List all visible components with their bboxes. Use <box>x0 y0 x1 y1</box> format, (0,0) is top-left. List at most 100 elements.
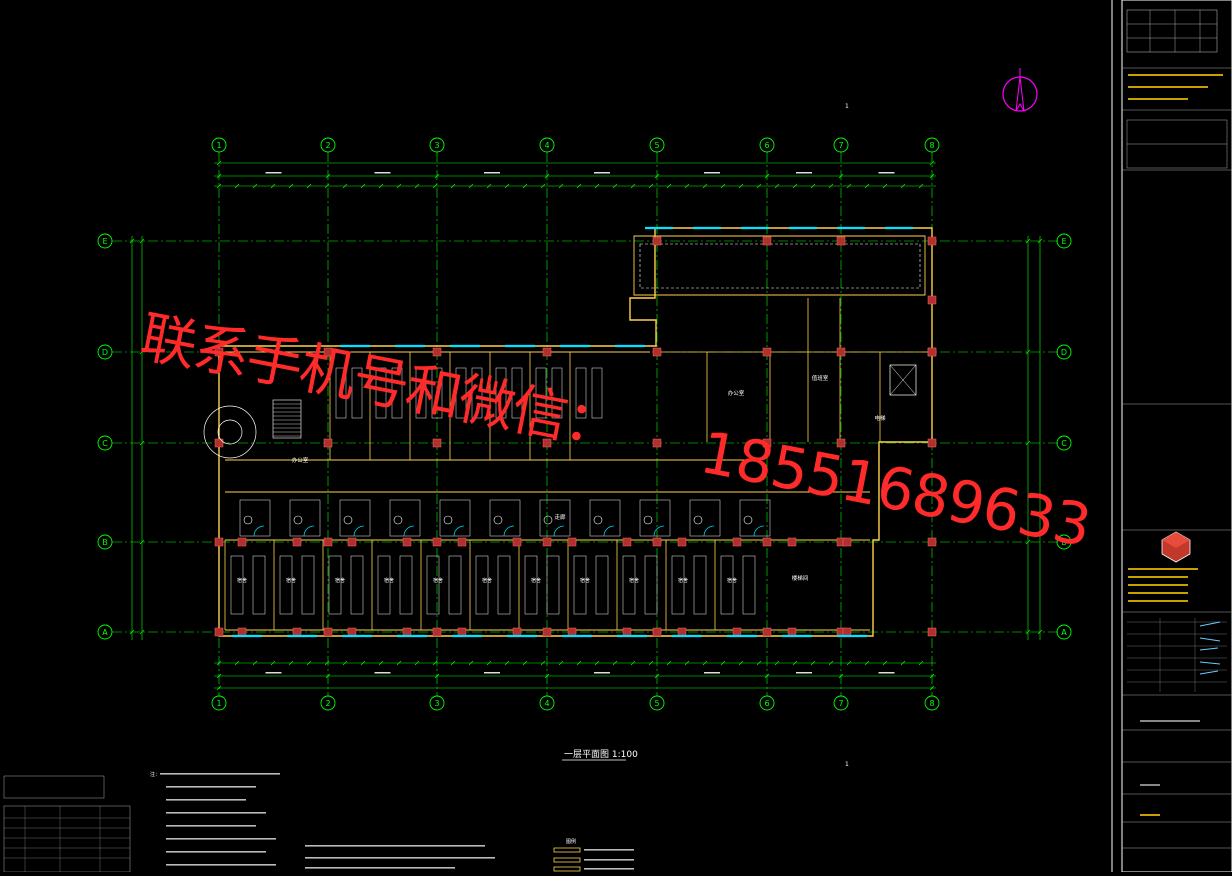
axis-bubble-3-bottom <box>429 695 445 711</box>
structural-column <box>836 438 846 448</box>
axis-label-2: 2 <box>325 699 330 708</box>
plan-title: 一层平面图 1:100 <box>564 749 638 760</box>
room-label-dorm: 宿舍 <box>237 577 247 584</box>
structural-column <box>402 627 412 637</box>
axis-label-1: 1 <box>216 141 221 150</box>
structural-column <box>542 438 552 448</box>
structural-column <box>512 627 522 637</box>
room-label-dorm: 宿舍 <box>335 577 345 584</box>
structural-column <box>432 627 442 637</box>
axis-bubble-1-top <box>211 137 227 153</box>
structural-column <box>787 627 797 637</box>
structural-column <box>292 537 302 547</box>
axis-label-8: 8 <box>929 699 934 708</box>
structural-column <box>652 627 662 637</box>
north-arrow-icon <box>1002 68 1038 112</box>
axis-label-B: B <box>102 538 108 547</box>
axis-label-2: 2 <box>325 141 330 150</box>
axis-label-B: B <box>1061 538 1067 547</box>
axis-label-C: C <box>1061 439 1067 448</box>
axis-label-A: A <box>1061 628 1067 637</box>
axis-label-7: 7 <box>838 699 843 708</box>
elevator-icon <box>889 364 917 396</box>
structural-column <box>652 438 662 448</box>
axis-label-C: C <box>102 439 108 448</box>
structural-column <box>214 627 224 637</box>
axis-label-1: 1 <box>216 699 221 708</box>
room-label-dorm: 宿舍 <box>727 577 737 584</box>
room-labels: 宿舍宿舍宿舍宿舍宿舍宿舍宿舍宿舍宿舍宿舍宿舍办公室办公室值班室楼梯间电梯走廊 <box>237 374 886 584</box>
room-label-dorm: 宿舍 <box>531 577 541 584</box>
axis-bubble-5-bottom <box>649 695 665 711</box>
structural-column <box>323 438 333 448</box>
structural-column <box>732 537 742 547</box>
axis-bubble-2-top <box>320 137 336 153</box>
axis-bubble-4-top <box>539 137 555 153</box>
stair-icon <box>272 399 302 439</box>
axis-label-6: 6 <box>764 699 769 708</box>
notes-area: 注： 图例 <box>3 771 634 873</box>
room-label-stair_hall: 楼梯间 <box>792 574 809 582</box>
room-label-office: 办公室 <box>728 389 745 397</box>
structural-column <box>323 347 333 357</box>
axis-bubble-C-right <box>1056 435 1072 451</box>
structural-column <box>842 537 852 547</box>
structural-column <box>432 438 442 448</box>
structural-column <box>762 627 772 637</box>
room-label-dorm: 宿舍 <box>433 577 443 584</box>
axis-label-E: E <box>102 237 107 246</box>
structural-column <box>762 236 772 246</box>
company-logo-icon <box>1161 531 1191 563</box>
structural-column <box>214 438 224 448</box>
axis-bubble-4-bottom <box>539 695 555 711</box>
axis-label-4: 4 <box>544 699 549 708</box>
axis-bubble-D-left <box>97 344 113 360</box>
axis-label-D: D <box>102 348 108 357</box>
structural-column <box>292 627 302 637</box>
axis-bubble-1-bottom <box>211 695 227 711</box>
spiral-stair-icon <box>203 405 257 459</box>
axis-bubble-A-right <box>1056 624 1072 640</box>
structural-column <box>542 627 552 637</box>
structural-column <box>927 295 937 305</box>
axis-bubble-6-bottom <box>759 695 775 711</box>
structural-column <box>927 438 937 448</box>
axis-label-8: 8 <box>929 141 934 150</box>
structural-column <box>512 537 522 547</box>
axis-label-D: D <box>1061 348 1067 357</box>
room-label-dorm: 宿舍 <box>286 577 296 584</box>
axis-bubble-E-left <box>97 233 113 249</box>
room-label-dorm: 宿舍 <box>580 577 590 584</box>
axis-label-4: 4 <box>544 141 549 150</box>
structural-column <box>842 627 852 637</box>
structural-column <box>457 537 467 547</box>
axis-bubble-8-bottom <box>924 695 940 711</box>
section-mark-bottom: 1 <box>845 761 849 768</box>
room-label-duty: 值班室 <box>812 374 829 382</box>
dimension-lines <box>129 160 1043 691</box>
axis-bubble-D-right <box>1056 344 1072 360</box>
axis-bubble-2-bottom <box>320 695 336 711</box>
structural-column <box>622 627 632 637</box>
room-label-elevator: 电梯 <box>874 414 886 422</box>
room-label-dorm: 宿舍 <box>678 577 688 584</box>
axis-bubble-5-top <box>649 137 665 153</box>
structural-column <box>214 347 224 357</box>
structural-column <box>836 347 846 357</box>
structural-column <box>237 537 247 547</box>
room-label-dorm: 宿舍 <box>482 577 492 584</box>
axis-label-7: 7 <box>838 141 843 150</box>
structural-column <box>762 537 772 547</box>
axis-bubble-B-right <box>1056 534 1072 550</box>
structural-column <box>323 537 333 547</box>
structural-column <box>214 537 224 547</box>
structural-column <box>677 537 687 547</box>
structural-column <box>237 627 247 637</box>
structural-column <box>432 347 442 357</box>
axis-bubble-8-top <box>924 137 940 153</box>
structural-column <box>542 537 552 547</box>
structural-column <box>927 347 937 357</box>
structural-column <box>347 537 357 547</box>
title-block <box>1002 0 1232 873</box>
